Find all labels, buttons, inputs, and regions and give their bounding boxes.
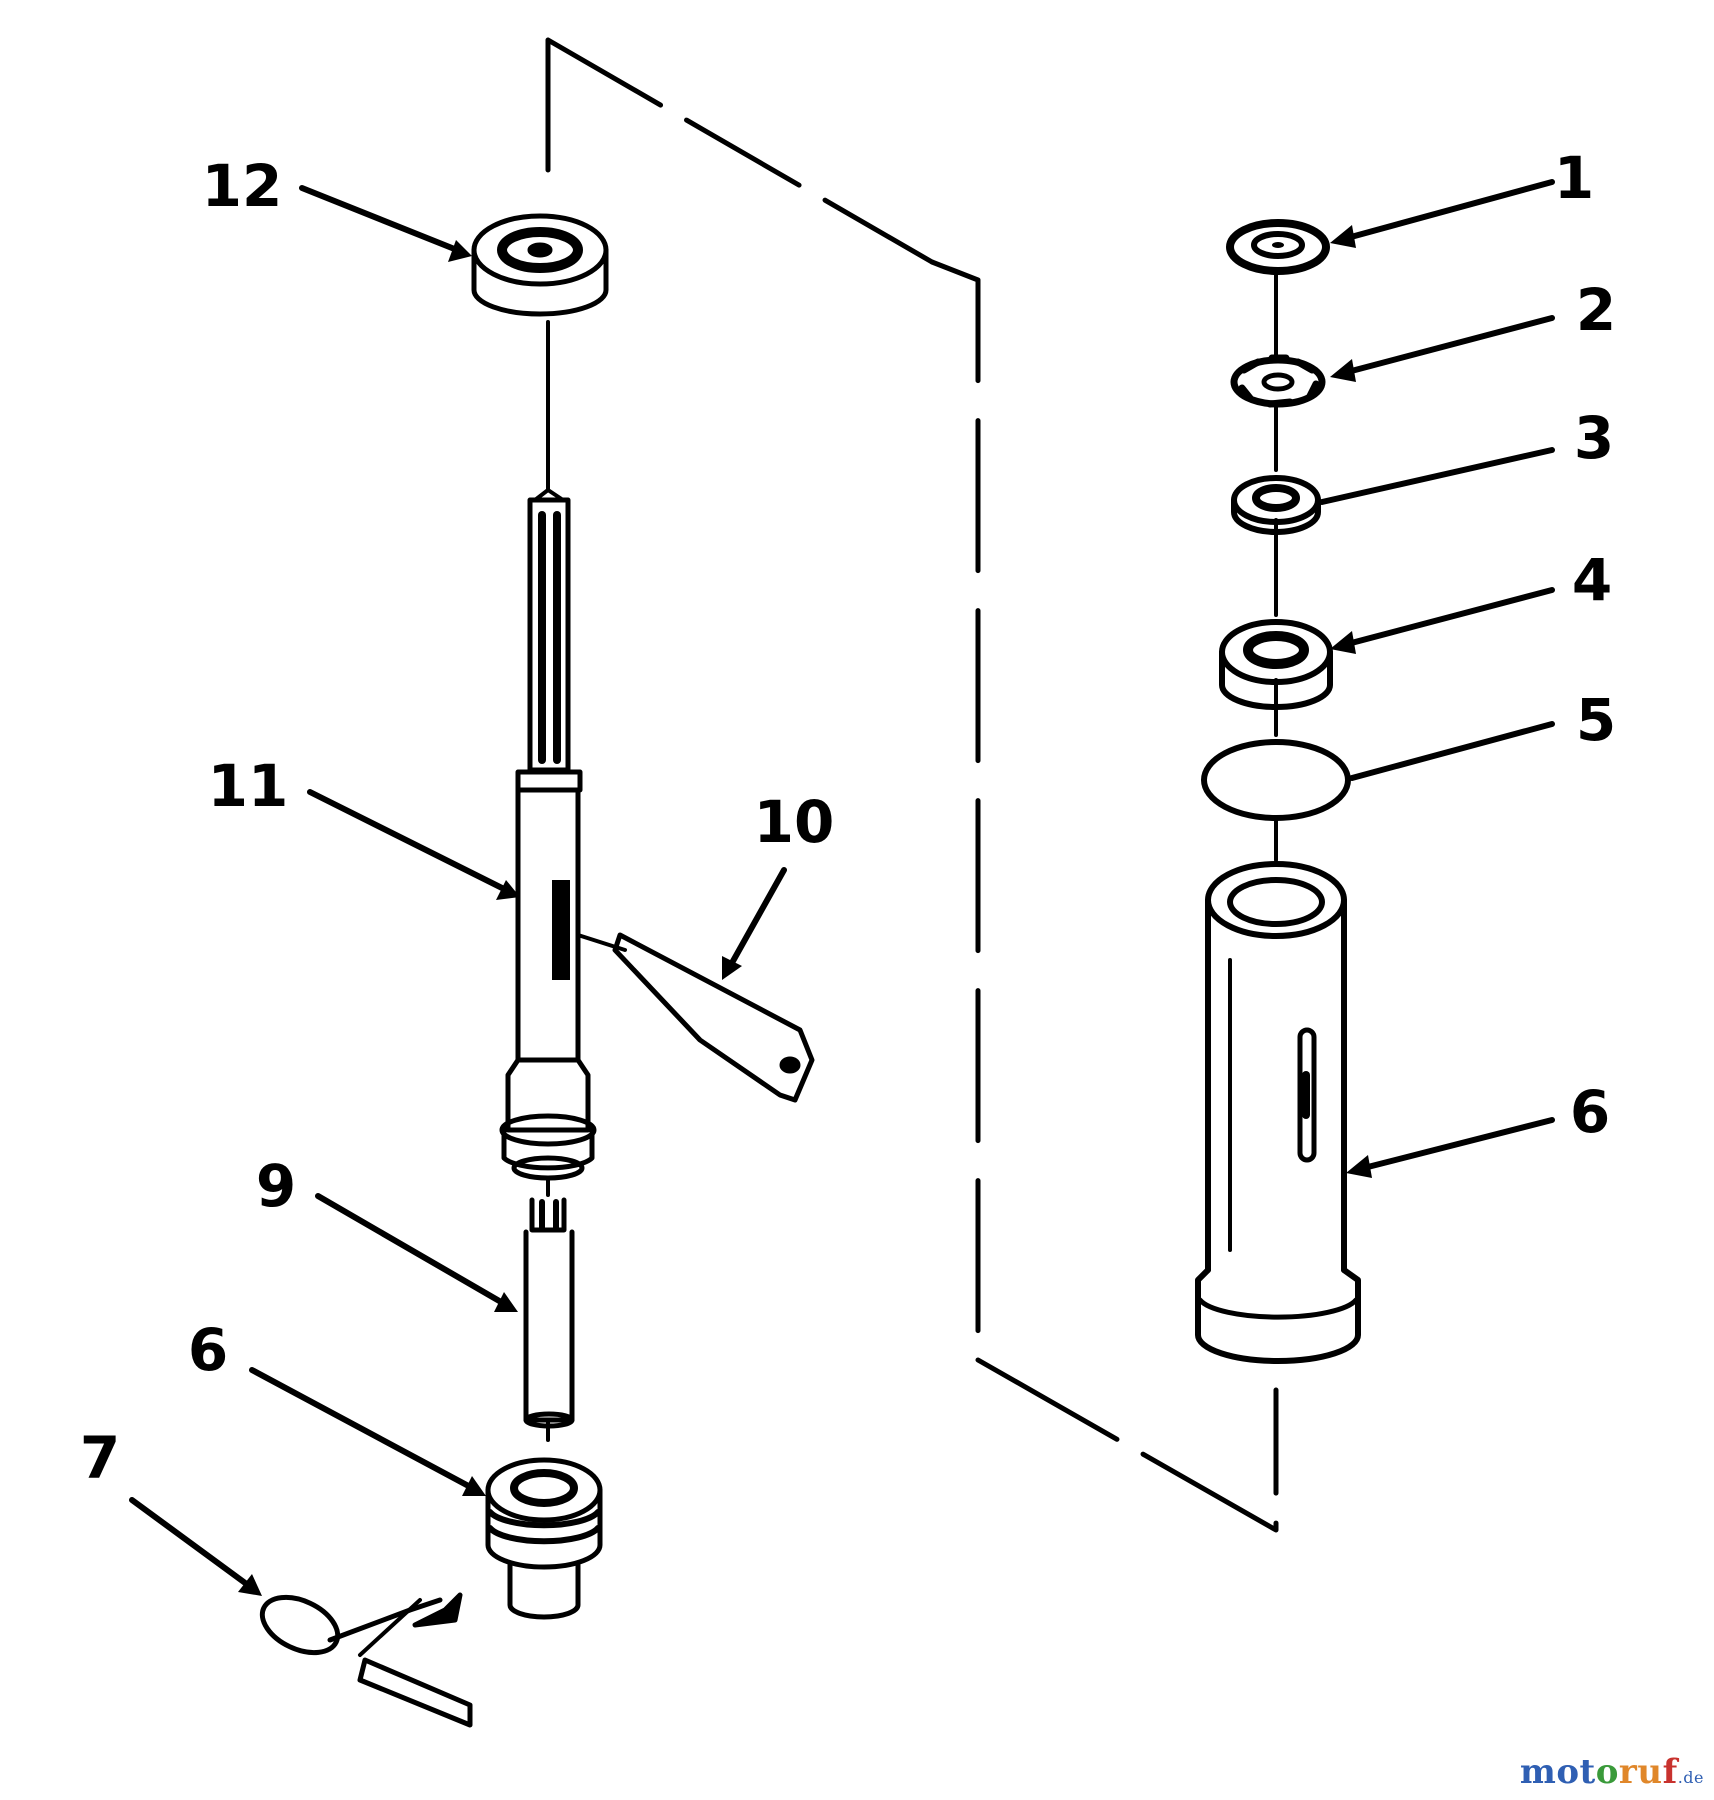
bearing-12 bbox=[471, 213, 609, 317]
callout-label-2: 2 bbox=[1576, 276, 1616, 344]
housing-6 bbox=[1195, 861, 1361, 1364]
callout-label-9: 9 bbox=[256, 1152, 296, 1220]
callout-labels: 1 2 3 4 5 6 7 6 9 10 11 12 bbox=[80, 144, 1616, 1492]
callout-label-6-housing: 6 bbox=[1570, 1078, 1610, 1146]
callout-label-10: 10 bbox=[754, 788, 835, 856]
o-ring-5 bbox=[1201, 739, 1351, 821]
callout-label-7: 7 bbox=[80, 1424, 120, 1492]
clip-7 bbox=[259, 1592, 473, 1728]
callout-label-5: 5 bbox=[1576, 686, 1616, 754]
nut-1 bbox=[1226, 219, 1330, 275]
assembly-frame bbox=[545, 37, 1279, 1533]
pin-9 bbox=[523, 1197, 575, 1429]
callout-label-1: 1 bbox=[1554, 144, 1594, 212]
leader-lines bbox=[129, 179, 1555, 1596]
shaft-11 bbox=[499, 488, 597, 1181]
watermark-logo: motoruf.de bbox=[1519, 1752, 1704, 1792]
callout-label-6-bushing: 6 bbox=[188, 1316, 228, 1384]
star-washer-2 bbox=[1230, 354, 1326, 408]
bushing-8 bbox=[485, 1457, 603, 1620]
callout-label-3: 3 bbox=[1574, 404, 1614, 472]
callout-label-4: 4 bbox=[1572, 546, 1612, 614]
callout-label-11: 11 bbox=[208, 752, 289, 820]
bearing-4 bbox=[1219, 619, 1333, 710]
callout-label-12: 12 bbox=[202, 152, 283, 220]
small-bearing-3 bbox=[1231, 475, 1321, 535]
lever-10 bbox=[576, 932, 815, 1103]
connector-lines bbox=[546, 268, 1278, 1442]
